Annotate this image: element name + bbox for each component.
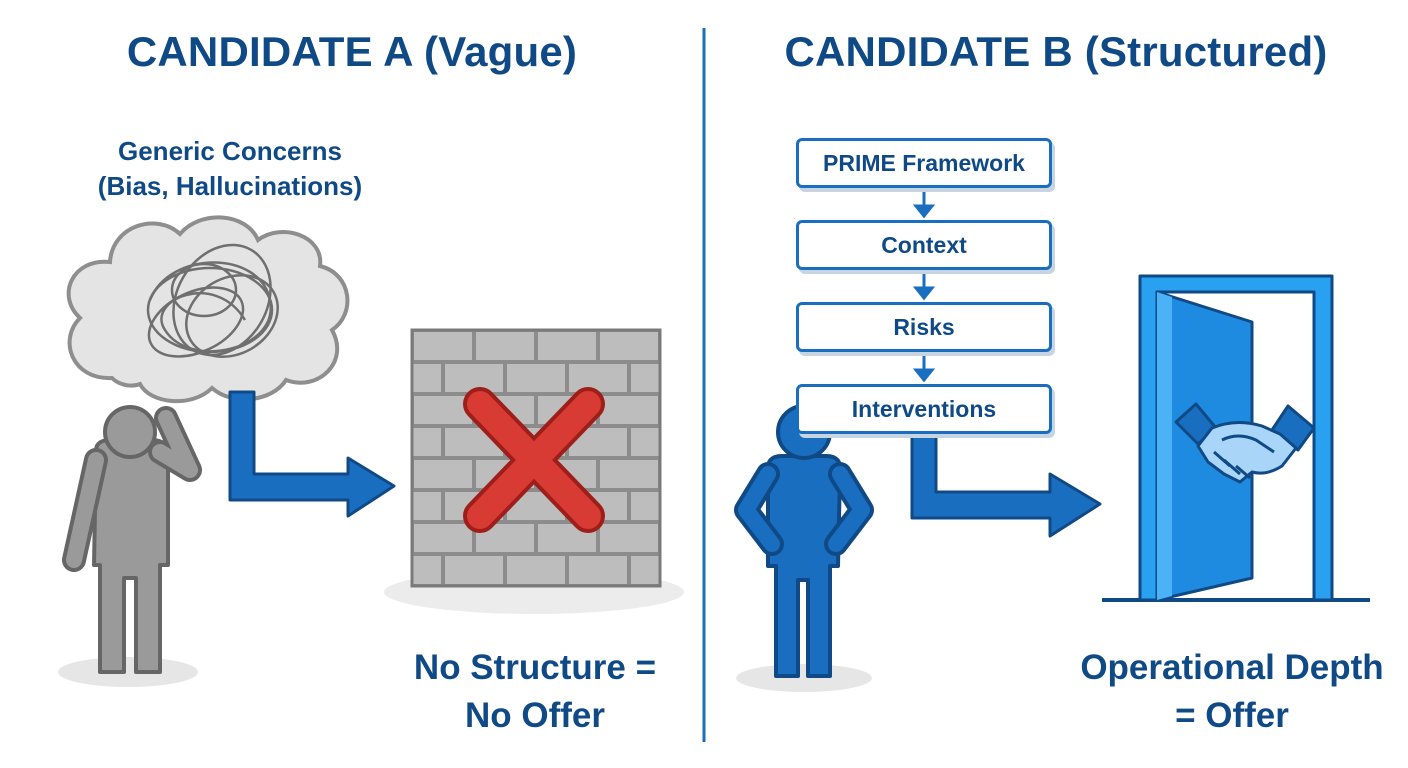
concern-line-2: (Bias, Hallucinations) <box>97 171 363 201</box>
left-result-line-1: No Structure = <box>413 648 657 687</box>
generic-concerns-label: Generic Concerns (Bias, Hallucinations) <box>30 134 430 204</box>
right-bent-arrow-icon <box>910 434 1102 538</box>
step-risks: Risks <box>796 302 1052 352</box>
step-context: Context <box>796 220 1052 270</box>
candidate-b-title: CANDIDATE B (Structured) <box>784 28 1328 75</box>
offer-caption: Operational Depth = Offer <box>1062 644 1402 740</box>
step-prime-framework: PRIME Framework <box>796 138 1052 188</box>
right-result-line-1: Operational Depth <box>1080 648 1384 687</box>
step-connectors <box>912 190 936 383</box>
left-result-line-2: No Offer <box>465 696 605 735</box>
no-offer-caption: No Structure = No Offer <box>380 644 690 740</box>
right-result-line-2: = Offer <box>1175 696 1289 735</box>
red-x-icon <box>463 387 605 533</box>
candidate-a-title: CANDIDATE A (Vague) <box>126 28 578 75</box>
tangled-thought-cloud-icon <box>66 215 350 403</box>
confused-person-icon <box>58 405 202 687</box>
step-interventions: Interventions <box>796 384 1052 434</box>
concern-line-1: Generic Concerns <box>118 136 342 166</box>
handshake-icon <box>1174 402 1316 484</box>
confident-person-icon <box>734 404 874 692</box>
left-bent-arrow-icon <box>228 390 396 518</box>
